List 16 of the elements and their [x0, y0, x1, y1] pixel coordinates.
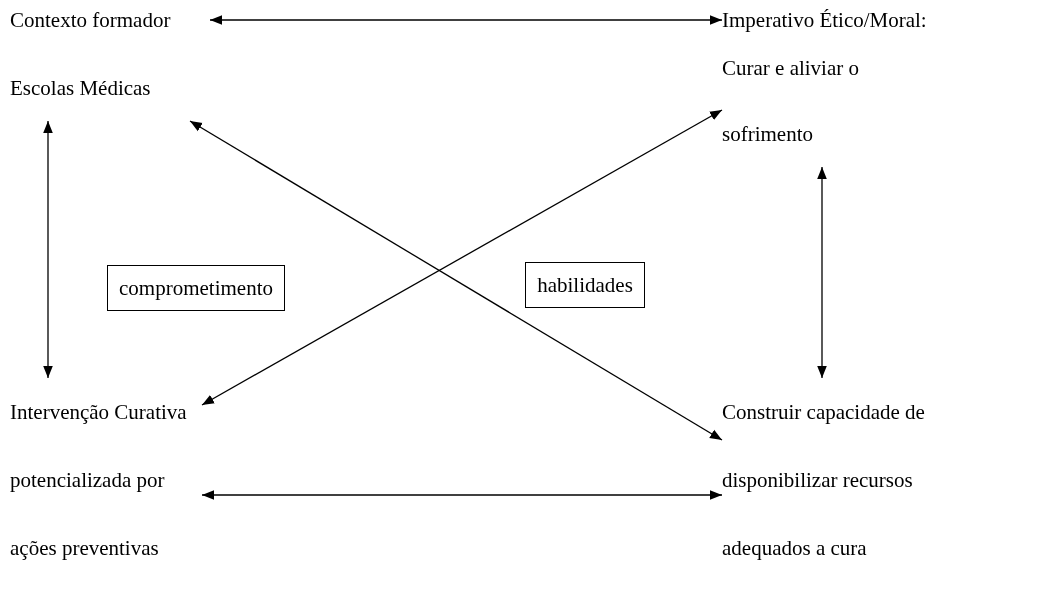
label-box: [525, 262, 645, 308]
node-text: habilidades: [537, 272, 633, 298]
double-arrow: [209, 15, 723, 25]
double-arrow: [43, 120, 53, 379]
double-arrow: [817, 166, 827, 379]
heading-text: Imperativo Ético/Moral:: [722, 7, 928, 33]
double-arrow: [201, 109, 723, 406]
double-arrow: [189, 120, 723, 441]
node-text: Intervenção Curativa potencializada por ações preventivas: [10, 399, 188, 562]
label-box: [107, 265, 285, 311]
heading-text: Contexto formador: [10, 7, 172, 33]
double-arrow: [201, 490, 723, 500]
node-text: Escolas Médicas: [10, 75, 152, 102]
node-text: Curar e aliviar o sofrimento: [722, 55, 861, 148]
node-text: comprometimento: [119, 275, 273, 301]
node-text: Construir capacidade de disponibilizar recursos adequados a cura: [722, 399, 926, 562]
